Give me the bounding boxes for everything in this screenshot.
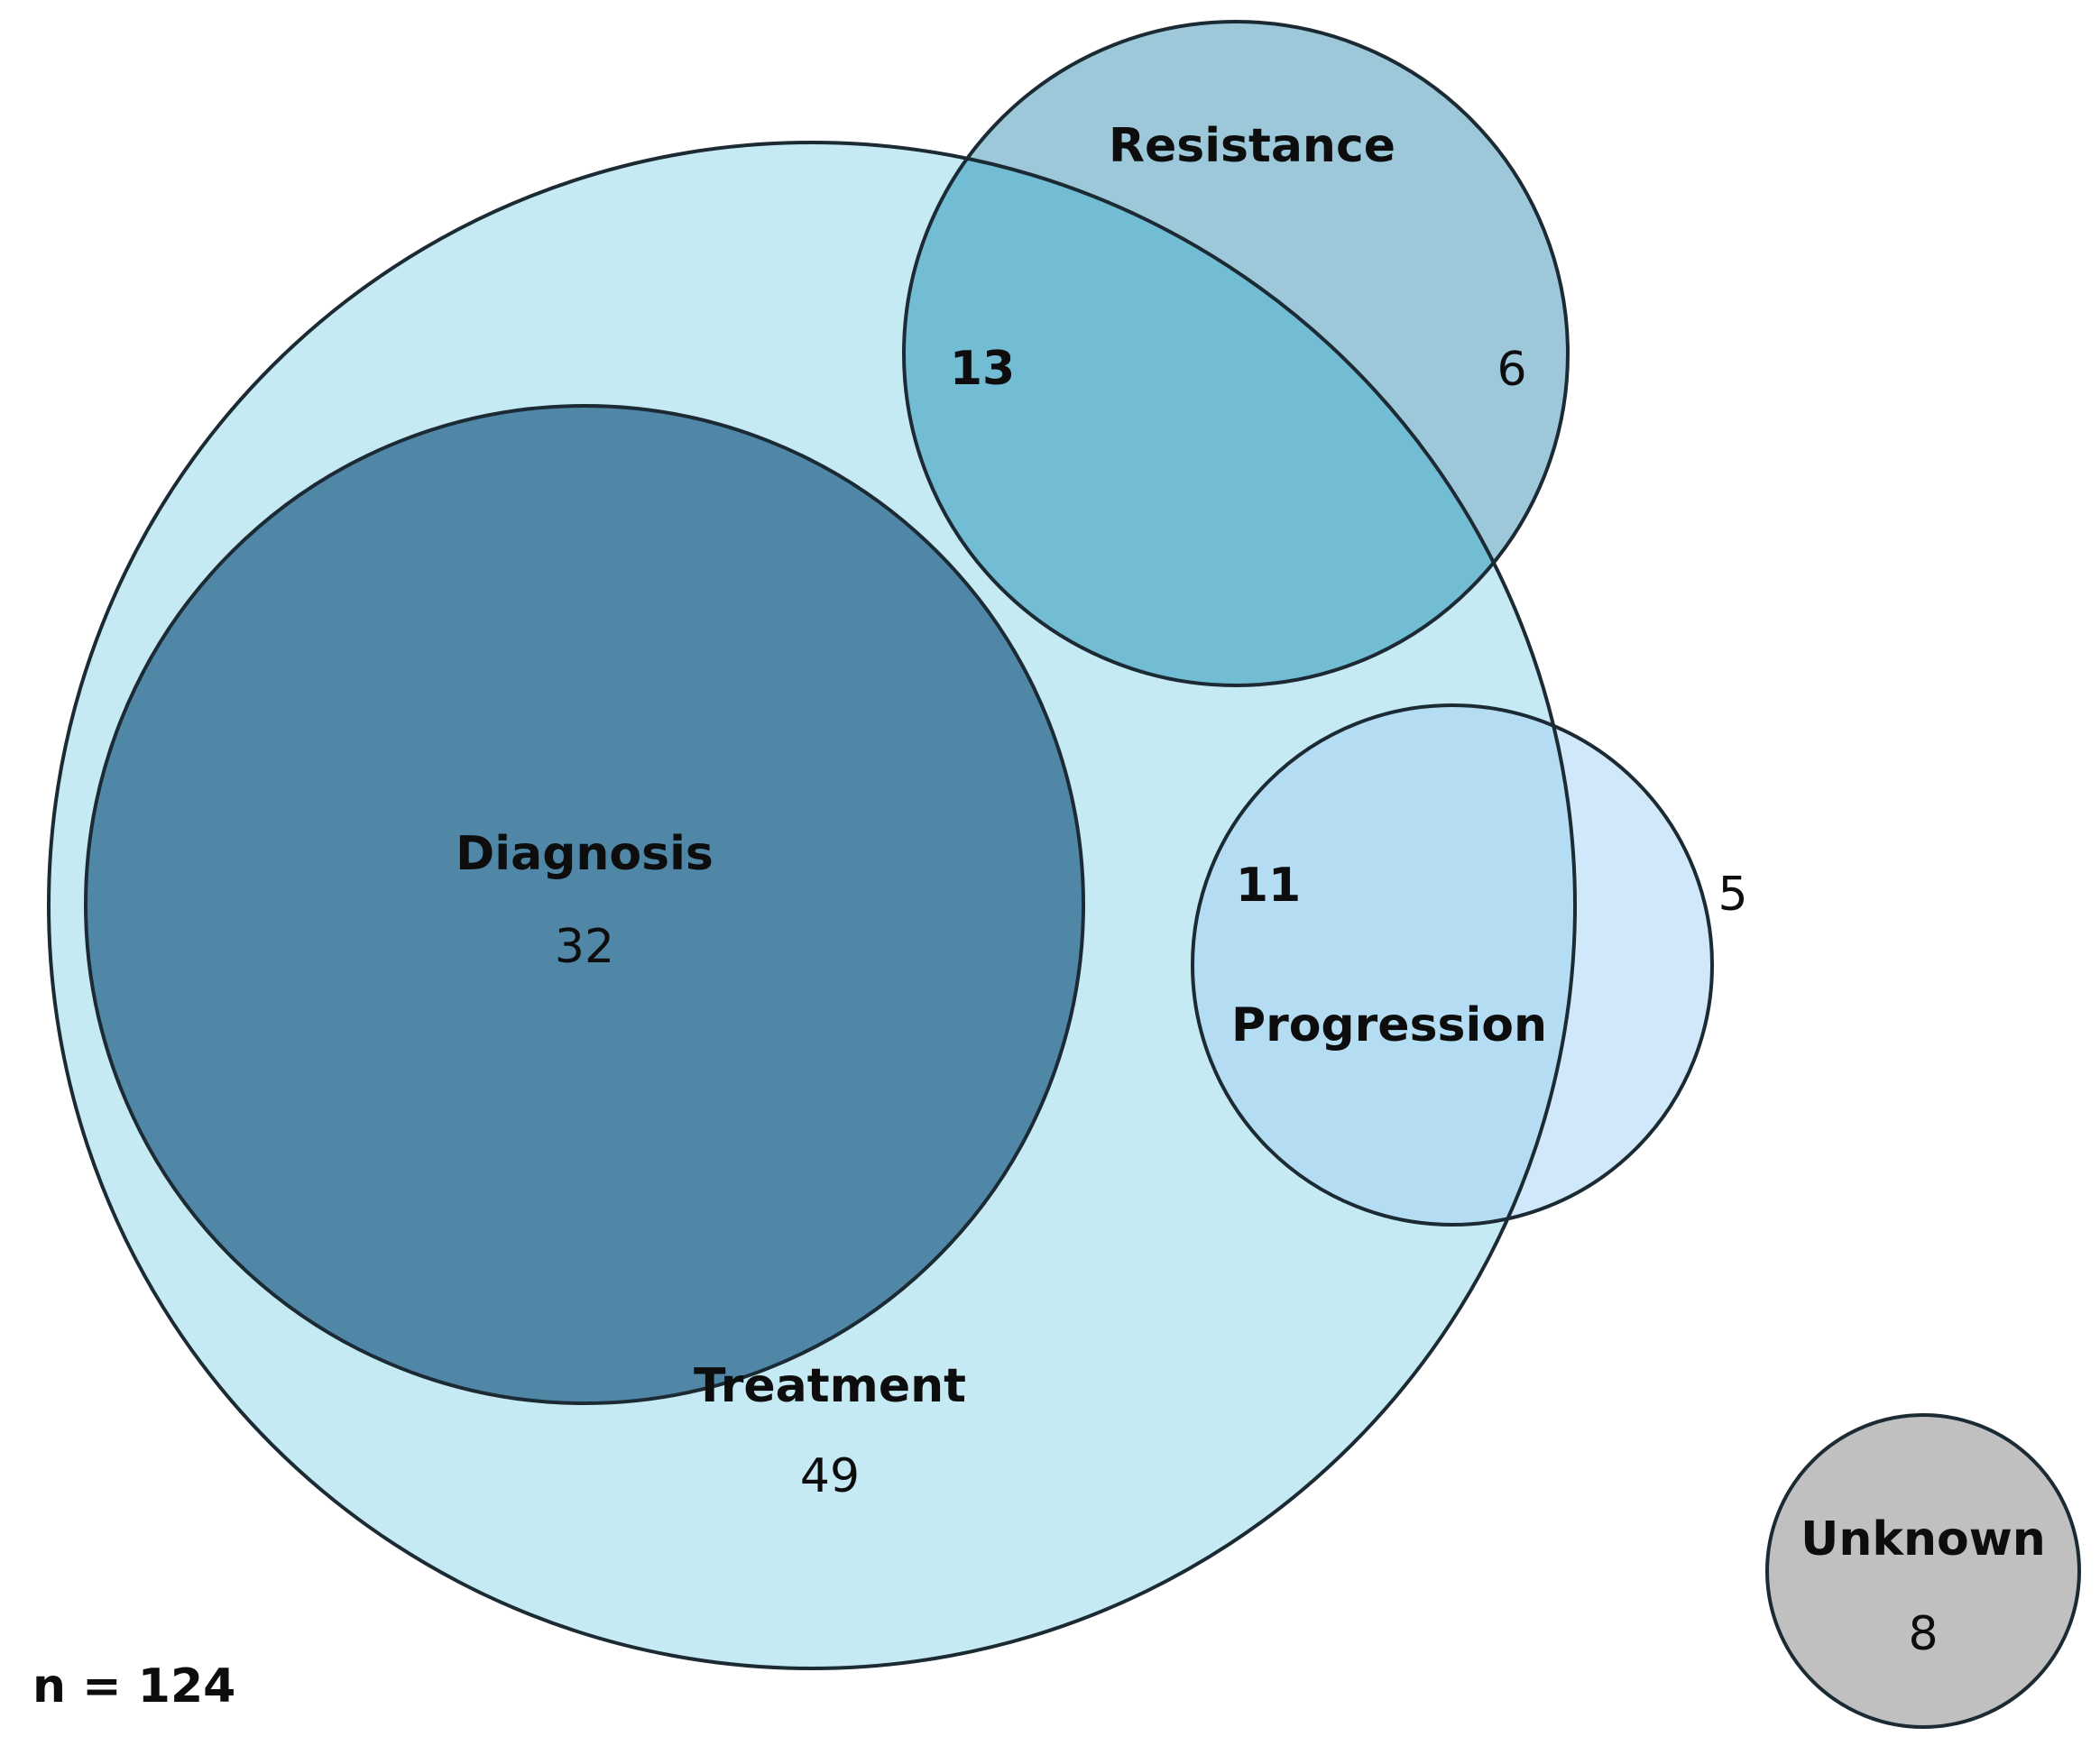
resistance-circle-outline <box>902 20 1570 687</box>
diagnosis-circle-outline <box>84 404 1085 1405</box>
unknown-count: 8 <box>1908 1607 1938 1661</box>
treatment-progression-overlap <box>1193 705 1712 1225</box>
treatment-progression-region[interactable] <box>1193 705 1712 1225</box>
diagnosis-count: 32 <box>555 920 614 974</box>
diagnosis-label: Diagnosis <box>456 827 714 881</box>
treatment-count: 49 <box>800 1449 860 1503</box>
resistance-label: Resistance <box>1109 119 1395 173</box>
progression-label: Progression <box>1231 998 1547 1052</box>
progression-only-count: 5 <box>1718 868 1747 922</box>
treatment-label: Treatment <box>694 1359 966 1413</box>
unknown-label: Unknown <box>1801 1512 2046 1567</box>
progression-circle-outline <box>1191 703 1714 1227</box>
unknown-circle-outline <box>1765 1413 2081 1729</box>
treatment-progression-count: 11 <box>1236 859 1301 913</box>
unknown-circle[interactable] <box>1767 1415 2079 1727</box>
treatment-resistance-count: 13 <box>950 342 1015 396</box>
total-n-label: n = 124 <box>32 1659 235 1714</box>
treatment-circle-outline <box>47 141 1577 1670</box>
resistance-only-count: 6 <box>1497 343 1526 397</box>
diagnosis-circle[interactable] <box>86 406 1083 1403</box>
